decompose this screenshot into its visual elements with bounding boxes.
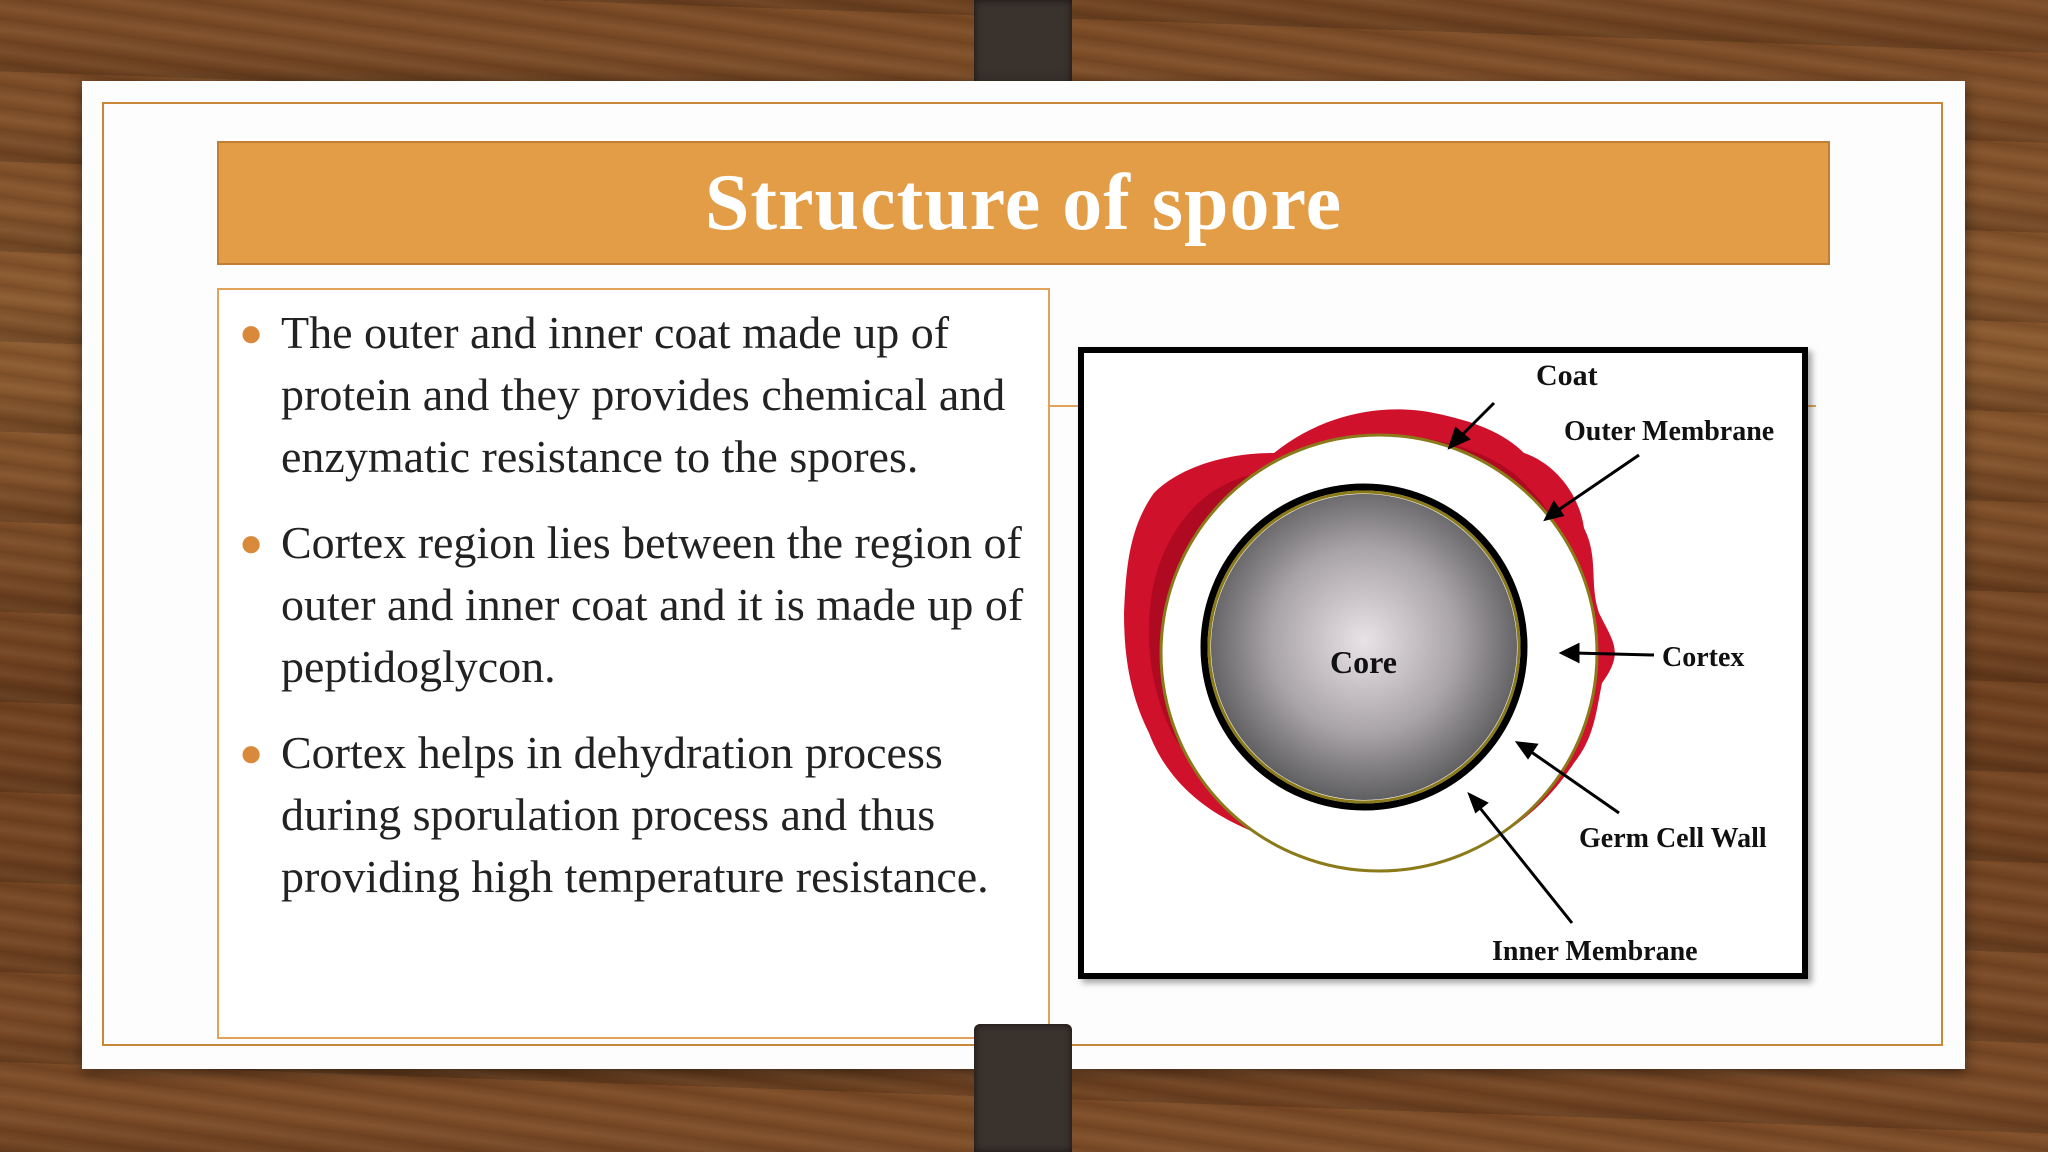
bullet-text: The outer and inner coat made up of prot… [281, 307, 1006, 482]
label-coat: Coat [1536, 359, 1598, 392]
bullet-list-box: ● The outer and inner coat made up of pro… [217, 288, 1050, 1039]
germ-cell-wall-arrowhead-icon [1514, 741, 1539, 760]
bullet-marker-icon: ● [239, 520, 264, 565]
germ-cell-wall-pointer [1526, 747, 1620, 815]
cortex-pointer [1573, 651, 1655, 657]
coat-arrowhead-icon [1447, 426, 1471, 450]
inner-membrane-pointer [1474, 802, 1574, 924]
slide-title: Structure of spore [704, 158, 1343, 247]
bullet-item: ● Cortex helps in dehydration process dur… [239, 722, 1030, 908]
bottom-strap [974, 1024, 1072, 1152]
bullet-text: Cortex helps in dehydration process duri… [281, 727, 989, 902]
label-cortex: Cortex [1662, 642, 1744, 673]
bullet-marker-icon: ● [239, 730, 264, 775]
label-core: Core [1330, 644, 1397, 680]
cortex-arrowhead-icon [1558, 642, 1580, 664]
bullet-marker-icon: ● [239, 310, 264, 355]
germ-cell-wall [1200, 483, 1528, 811]
title-bar: Structure of spore [217, 141, 1830, 265]
label-outer-membrane: Outer Membrane [1564, 416, 1774, 447]
bullet-item: ● Cortex region lies between the region o… [239, 512, 1030, 698]
label-germ-cell-wall: Germ Cell Wall [1579, 823, 1767, 854]
pointer-arrows [1447, 401, 1655, 924]
spore-diagram-svg: Coat Outer Membrane Cortex Core Germ Cel… [1124, 359, 1774, 967]
bullet-list: ● The outer and inner coat made up of pro… [239, 302, 1030, 908]
core [1211, 494, 1517, 800]
outer-membrane-arrowhead-icon [1543, 500, 1565, 522]
spore-diagram: Coat Outer Membrane Cortex Core Germ Cel… [1078, 347, 1808, 979]
outer-membrane-pointer [1553, 453, 1640, 515]
bullet-text: Cortex region lies between the region of… [281, 517, 1024, 692]
inner-membrane [1207, 490, 1521, 804]
inner-membrane-arrowhead-icon [1467, 791, 1489, 814]
bullet-item: ● The outer and inner coat made up of pro… [239, 302, 1030, 488]
label-inner-membrane: Inner Membrane [1492, 936, 1698, 967]
